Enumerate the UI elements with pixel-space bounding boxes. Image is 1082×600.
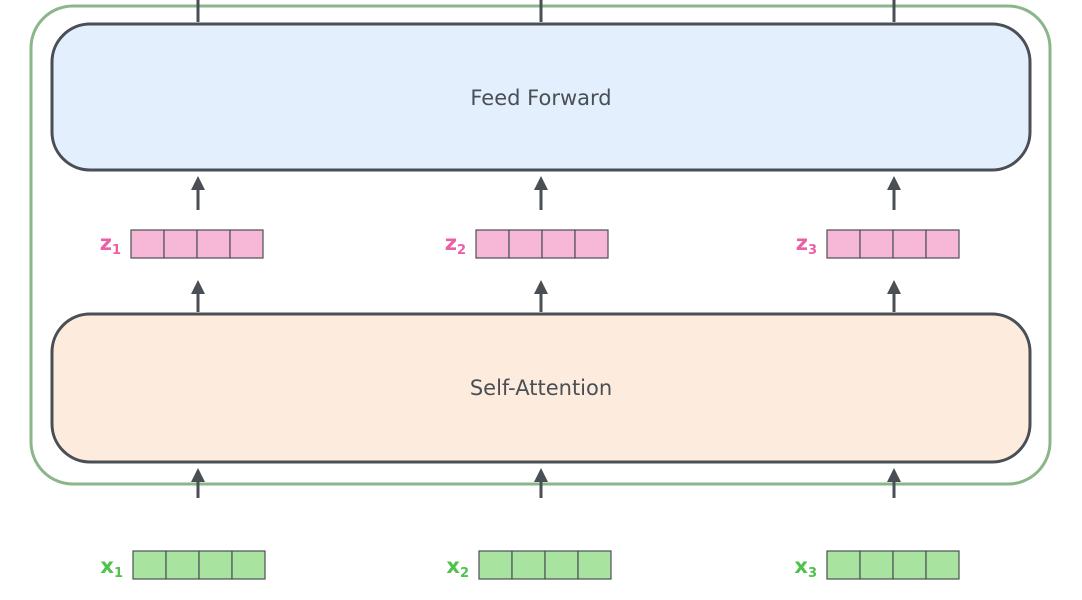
vector-cell [574, 229, 609, 259]
z-vector-2: z2 [445, 229, 609, 259]
self-attention-block: Self-Attention [50, 312, 1032, 464]
vector-label: z1 [100, 231, 121, 258]
x-vectors: x1 x2 x3 [100, 550, 960, 581]
x-vector-2: x2 [446, 550, 612, 581]
arrow-head [191, 280, 205, 294]
vector-cell [577, 550, 612, 580]
arrow-head [887, 280, 901, 294]
arrow-head [534, 176, 548, 190]
vector-label: z3 [796, 231, 817, 258]
x-vector-1: x1 [100, 550, 266, 581]
feed-forward-label: Feed Forward [470, 86, 611, 110]
arrow-head [887, 176, 901, 190]
z-vector-3: z3 [796, 229, 960, 259]
output-lines [196, 0, 896, 22]
vector-cell [892, 229, 927, 259]
feed-forward-block: Feed Forward [50, 22, 1032, 172]
vector-label: x2 [446, 554, 469, 581]
vector-cell [196, 229, 231, 259]
z-vectors: z1 z2 z3 [100, 229, 960, 259]
arrow-head [887, 468, 901, 482]
vector-cell [130, 229, 165, 259]
vector-label: x3 [794, 554, 817, 581]
arrow-head [534, 468, 548, 482]
vector-cell [198, 550, 233, 580]
vector-cell [925, 229, 960, 259]
vector-cell [826, 229, 861, 259]
vector-cell [859, 229, 894, 259]
arrow-head [191, 468, 205, 482]
vector-label: x1 [100, 554, 123, 581]
vector-label: z2 [445, 231, 466, 258]
x-vector-3: x3 [794, 550, 960, 581]
vector-cell [478, 550, 513, 580]
vector-cell [132, 550, 167, 580]
vector-cell [508, 229, 543, 259]
vector-cell [892, 550, 927, 580]
arrow-head [534, 280, 548, 294]
vector-cell [163, 229, 198, 259]
vector-cell [231, 550, 266, 580]
vector-cell [925, 550, 960, 580]
vector-cell [475, 229, 510, 259]
vector-cell [859, 550, 894, 580]
vector-cell [511, 550, 546, 580]
vector-cell [229, 229, 264, 259]
arrow-head [191, 176, 205, 190]
vector-cell [544, 550, 579, 580]
self-attention-label: Self-Attention [470, 376, 612, 400]
vector-cell [541, 229, 576, 259]
vector-cell [165, 550, 200, 580]
z-vector-1: z1 [100, 229, 264, 259]
flow-arrows [191, 176, 901, 498]
vector-cell [826, 550, 861, 580]
